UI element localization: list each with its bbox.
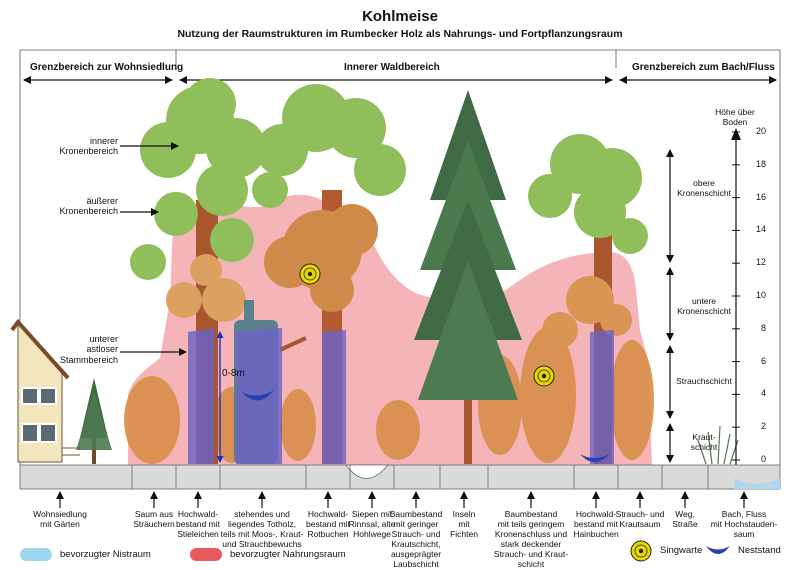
legend-song-post-icon [630, 540, 652, 562]
height-scale-label: Höhe über Boden [715, 107, 755, 127]
reed-vegetation [697, 425, 739, 465]
ground-label: Baumbestand mit teils geringem Kronensch… [493, 509, 569, 570]
layer-herb: Kraut- schicht [690, 432, 718, 453]
zone-label-settlement: Grenzbereich zur Wohnsiedlung [30, 62, 184, 73]
legend-nest-site-icon [706, 546, 730, 554]
height-scale-ticks [732, 131, 740, 461]
ground-label: Inseln mit Fichten [450, 509, 478, 540]
height-tick-label: 18 [755, 158, 766, 169]
nest-height-label: 0-8m [222, 368, 245, 379]
legend-nest-site-label: Neststand [738, 545, 781, 556]
layer-lower-crown: untere Kronenschicht [677, 296, 731, 317]
height-tick-label: 16 [755, 191, 766, 202]
height-tick-label: 4 [760, 388, 766, 399]
ground-label: Bach, Fluss mit Hochstauden- saum [710, 509, 778, 540]
small-conifer-left [76, 378, 112, 464]
ground-label: Weg, Straße [672, 509, 698, 530]
spruce-tree [414, 90, 522, 464]
height-tick-label: 12 [755, 257, 766, 268]
zone-label-forest-interior: Innerer Waldbereich [344, 62, 440, 73]
song-post-mark [299, 263, 321, 285]
ground-label: Hochwald- bestand mit Hainbuchen [573, 509, 619, 540]
diagram-title: Kohlmeise [362, 8, 438, 25]
ground-label: Siepen mit Rinnsal, alte Hohlwege [348, 509, 396, 540]
ground-label: Strauch- und Krautsaum [615, 509, 665, 530]
ground-label: Baumbestand mit geringer Strauch- und Kr… [389, 509, 443, 570]
layer-upper-crown: obere Kronenschicht [677, 178, 731, 199]
ground-label: Wohnsiedlung mit Gärten [33, 509, 87, 530]
song-post-mark [533, 365, 555, 387]
house-illustration [10, 318, 80, 463]
legend-nest-label: bevorzugter Nistraum [60, 549, 151, 560]
height-tick-label: 0 [760, 454, 766, 464]
height-tick-label: 2 [760, 421, 766, 432]
zone-label-creek: Grenzbereich zum Bach/Fluss [632, 62, 775, 73]
layer-shrub: Strauchschicht [676, 376, 732, 386]
ground-label: Saum aus Sträuchern [133, 509, 175, 530]
legend-nest-swatch [20, 548, 52, 561]
legend-song-post-label: Singwarte [660, 545, 703, 556]
nest-site-mark [242, 390, 274, 401]
legend-food-swatch [190, 548, 222, 561]
ground-label: Hochwald- bestand mit Rotbuchen [306, 509, 350, 540]
diagram-subtitle: Nutzung der Raumstrukturen im Rumbecker … [177, 28, 623, 40]
ground-label: stehendes und liegendes Totholz, teils m… [220, 509, 304, 550]
height-tick-label: 6 [760, 355, 766, 366]
legend-food-label: bevorzugter Nahrungsraum [230, 549, 346, 560]
nest-space-areas [188, 328, 614, 464]
label-inner-crown: innerer Kronenbereich [59, 136, 118, 157]
height-tick-label: 8 [760, 322, 766, 333]
height-tick-label: 20 [755, 126, 766, 136]
height-tick-label: 14 [755, 224, 766, 235]
label-outer-crown: äußerer Kronenbereich [59, 196, 118, 217]
ground-strip [19, 464, 781, 490]
ground-label: Hochwald- bestand mit Stieleichen [176, 509, 220, 540]
height-tick-label: 10 [755, 290, 766, 300]
ground-pointers [56, 491, 748, 508]
label-lower-trunk: unterer astloser Stammbereich [59, 334, 118, 365]
nest-site-mark [580, 454, 610, 462]
